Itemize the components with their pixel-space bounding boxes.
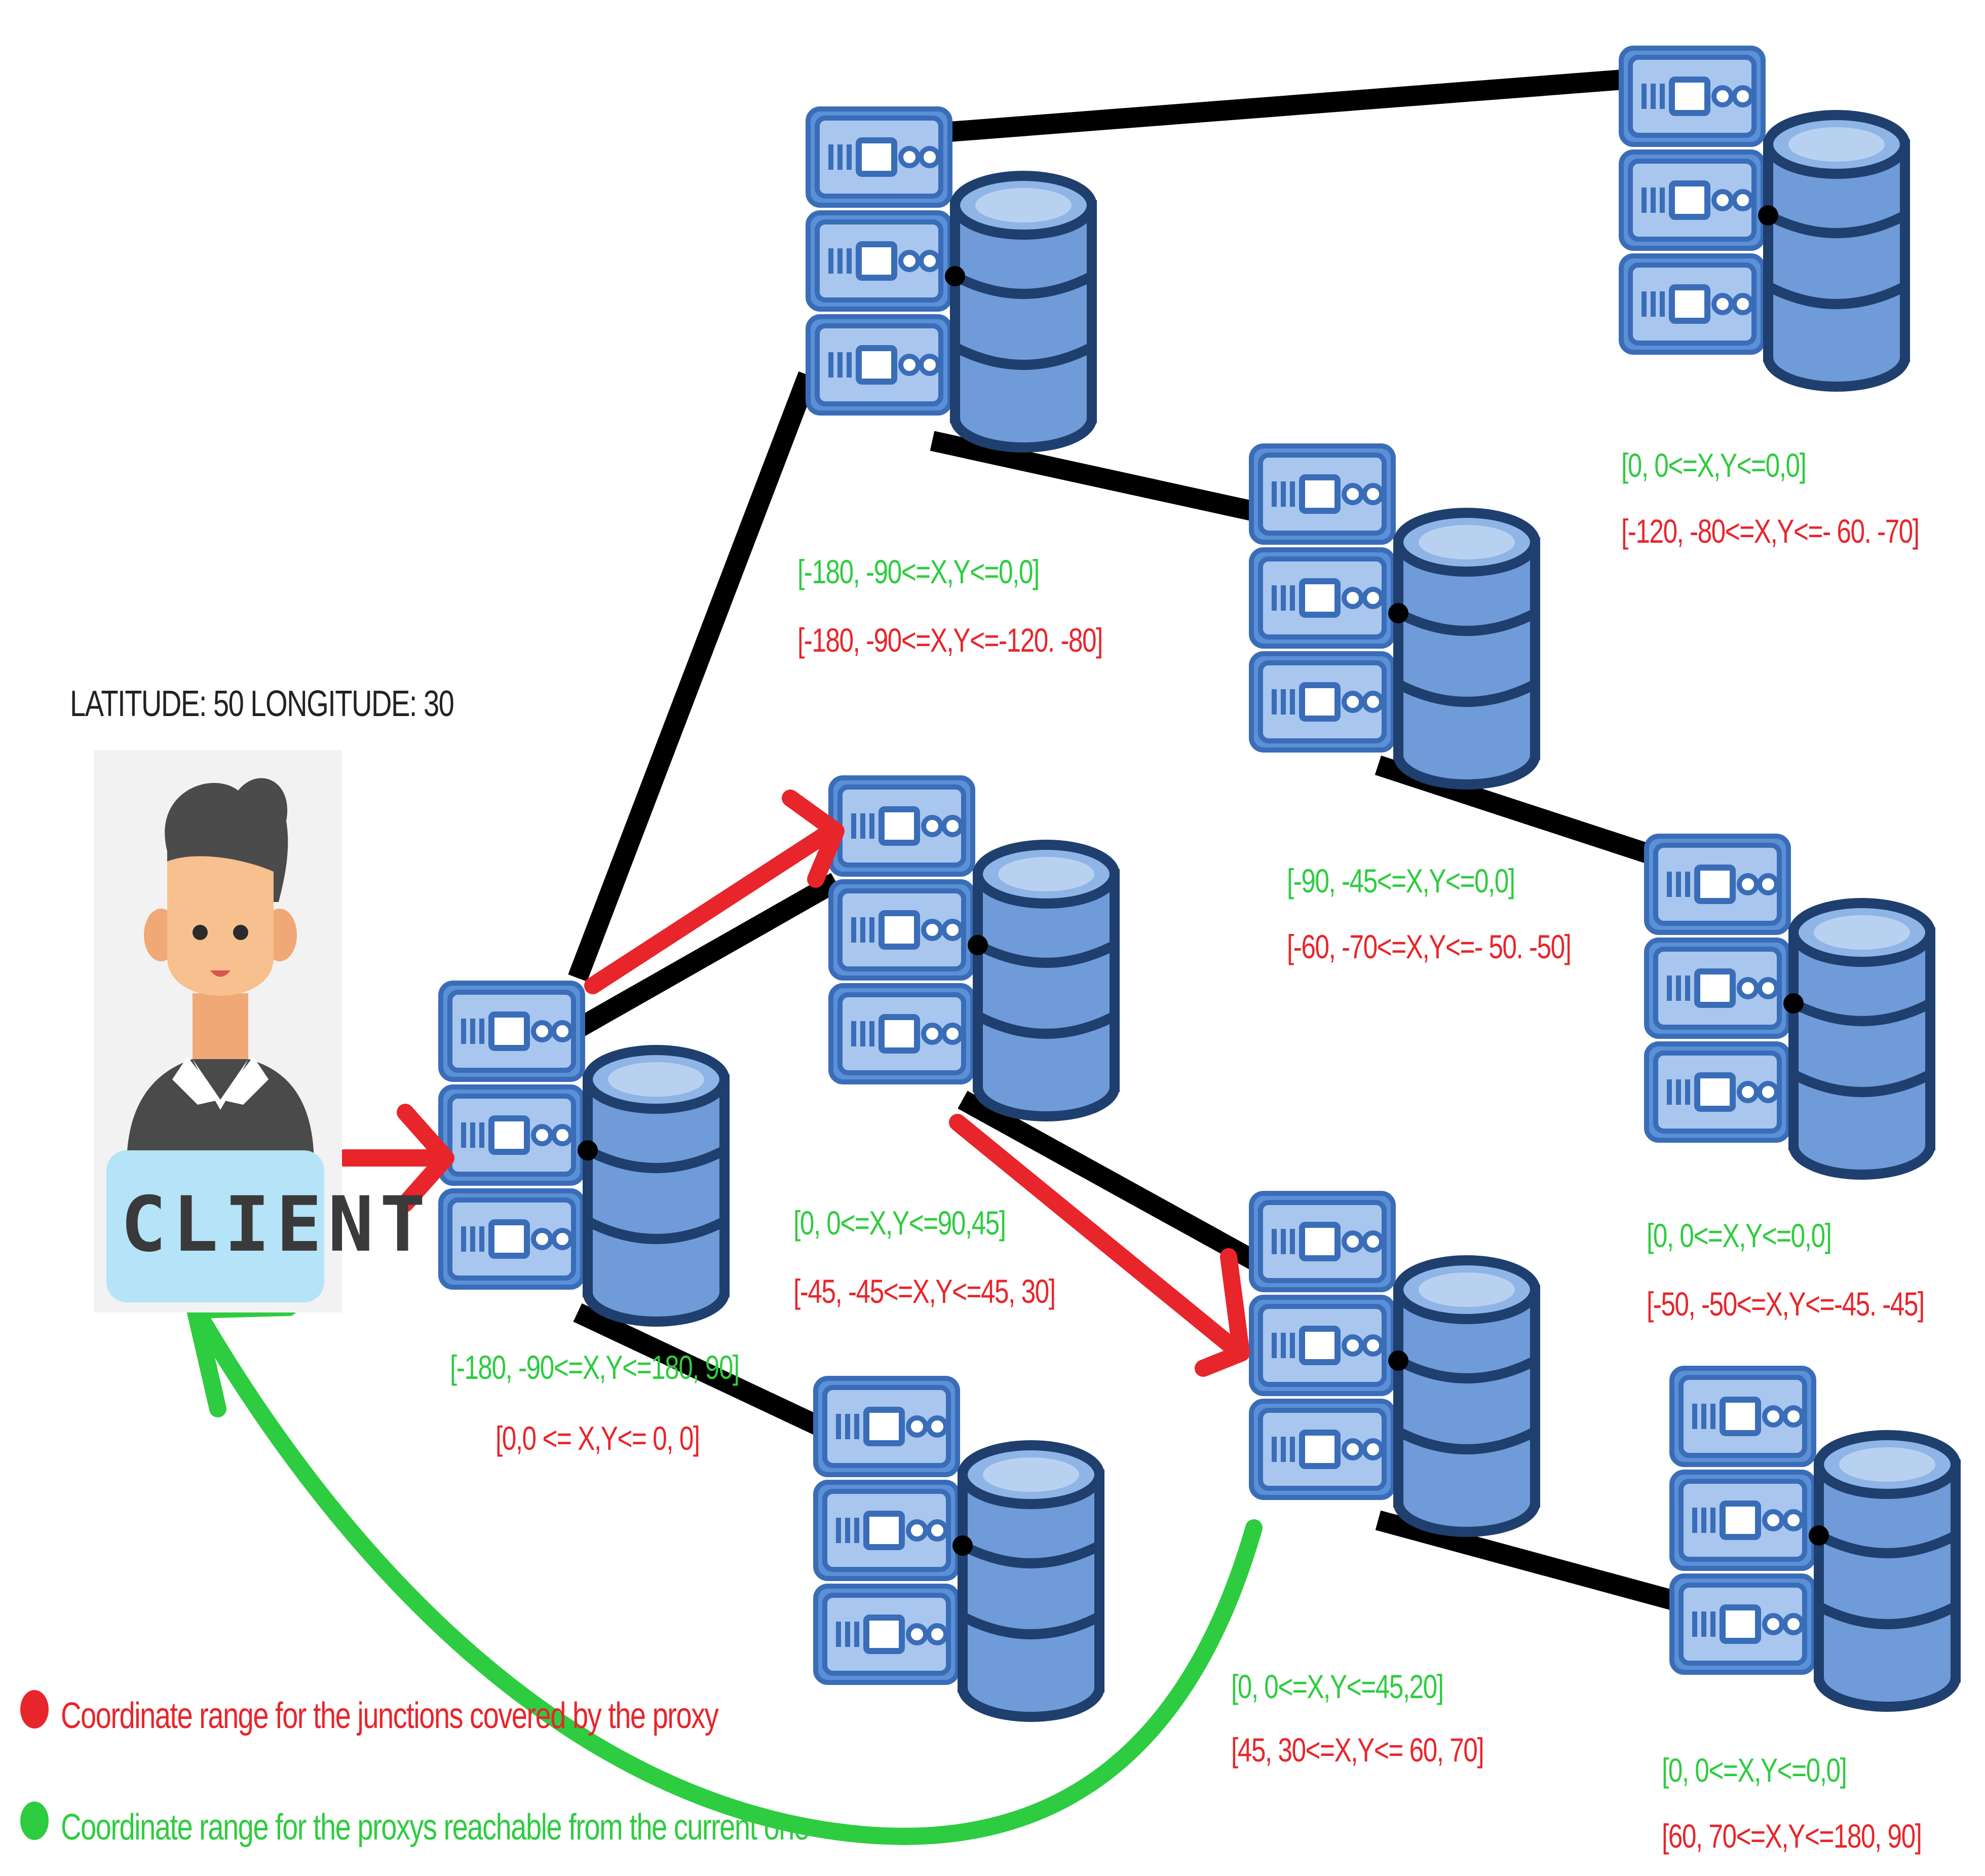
edge-root-lower [573,1303,841,1444]
legend-red-dot [20,1690,49,1729]
upper-covered-range: [-180, -90<=X,Y<=-120. -80] [797,621,1103,659]
server-database-icon [808,109,1092,447]
edge-upper-center [930,431,1259,522]
target-covered-range: [45, 30<=X,Y<= 60, 70] [1231,1731,1484,1769]
edge-root-upper [568,371,818,982]
root-reachable-range: [-180, -90<=X,Y<=180, 90] [450,1348,740,1386]
red-arrow-root-middle [584,822,839,994]
top-right-covered-range: [-120, -80<=X,Y<=- 60. -70] [1621,512,1920,550]
client-label: CLIENT [121,1181,432,1269]
client-avatar [94,750,342,1312]
server-database-icon [831,778,1115,1116]
edge-middle-target [958,1091,1262,1271]
center-right-covered-range: [-60, -70<=X,Y<=- 50. -50] [1287,928,1572,965]
target-reachable-range: [0, 0<=X,Y<=45,20] [1231,1668,1444,1705]
center-right-reachable-range: [-90, -45<=X,Y<=0,0] [1287,862,1515,899]
red-arrowhead-client-root [397,1104,454,1212]
root-covered-range: [0,0 <= X,Y<= 0, 0] [495,1419,700,1457]
legend-green-text: Coordinate range for the proxys reachabl… [61,1807,810,1848]
proxy-nodes [441,48,1956,1717]
legend-red-text: Coordinate range for the junctions cover… [61,1696,719,1736]
server-database-icon [1672,1368,1956,1707]
request-path [336,790,1250,1377]
server-database-icon [1647,836,1930,1175]
server-database-icon [441,983,724,1322]
red-arrowhead-root-middle [782,790,845,888]
right-middle-reachable-range: [0, 0<=X,Y<=0,0] [1647,1217,1832,1254]
bottom-right-reachable-range: [0, 0<=X,Y<=0,0] [1662,1751,1847,1789]
right-middle-covered-range: [-50, -50<=X,Y<=-45. -45] [1647,1285,1925,1323]
green-curve-target-client [189,1304,1263,1845]
edge-target-bottomright [1375,1510,1680,1611]
top-right-reachable-range: [0, 0<=X,Y<=0,0] [1621,446,1807,484]
server-database-icon [1251,446,1535,784]
upper-reachable-range: [-180, -90<=X,Y<=0,0] [797,553,1040,590]
red-arrowhead-middle-target [1195,1248,1250,1377]
server-database-icon [1621,48,1905,387]
edge-root-middle [572,873,841,1038]
red-arrow-middle-target [949,1114,1242,1357]
bottom-right-covered-range: [60, 70<=X,Y<=180, 90] [1662,1817,1922,1855]
middle-reachable-range: [0, 0<=X,Y<=90,45] [793,1204,1006,1242]
middle-covered-range: [-45, -45<=X,Y<=45, 30] [793,1272,1056,1310]
client-coordinates-header: LATITUDE: 50 LONGITUDE: 30 [70,684,454,724]
legend-green-dot [20,1802,49,1840]
server-database-icon [1251,1193,1535,1532]
server-database-icon [816,1378,1099,1717]
edge-upper-topright [949,68,1637,142]
